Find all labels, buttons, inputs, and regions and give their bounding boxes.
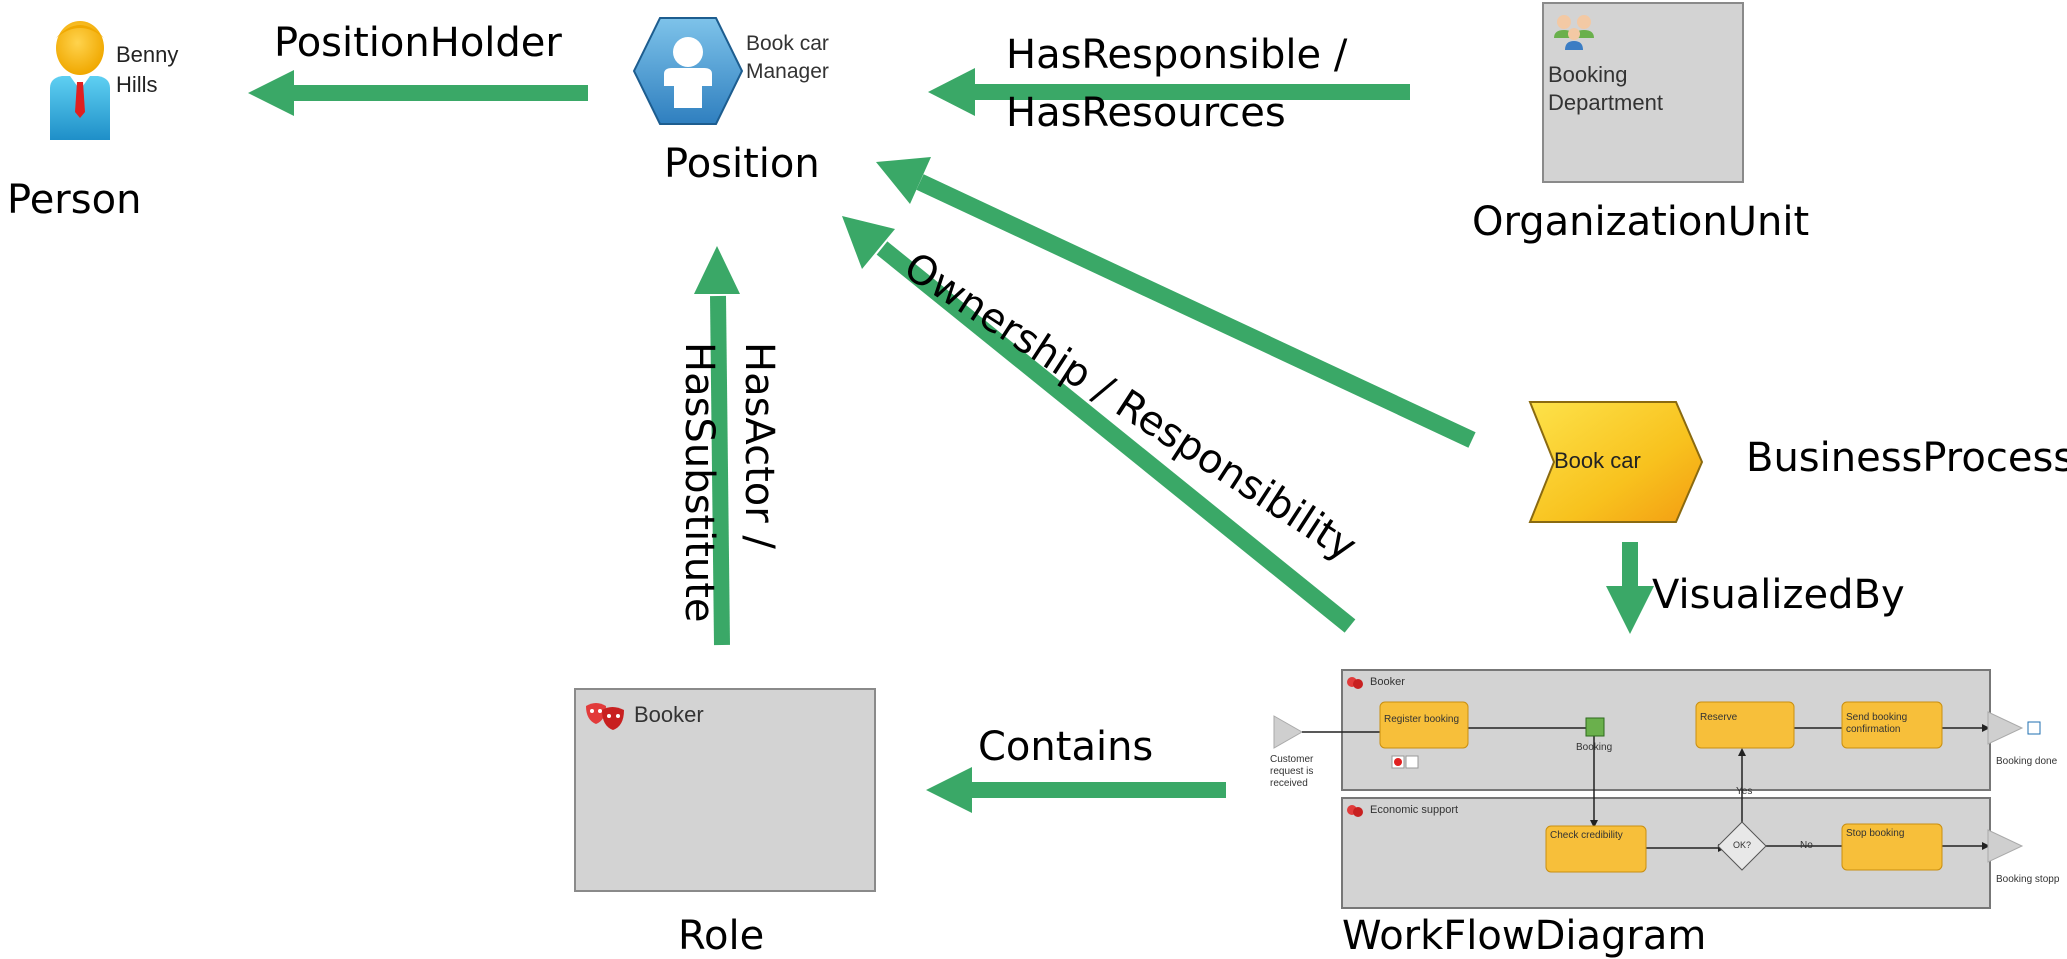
arrowhead-position-holder [248,70,294,116]
task-stop: Stop booking [1846,828,1905,839]
data-object-label: Booking [1576,742,1613,753]
workflow-diagram [1273,669,2041,909]
business-process-shape [1528,401,1704,523]
label-has-actor-line1: HasActor / [736,342,782,549]
start-event-label: Customer request is received [1270,754,1314,789]
org-unit-name-line1: Booking [1548,62,1628,87]
gateway-label: OK? [1733,840,1752,850]
lane1-label: Booker [1370,676,1405,688]
person-node[interactable]: Benny Hills [40,16,200,146]
arrowhead-ownership-process [876,157,931,204]
arrow-ownership-process [916,174,1476,448]
role-type-label: Role [678,913,765,959]
position-name-line1: Book car [746,32,829,55]
role-node[interactable]: Booker [574,688,876,892]
arrow-ownership-workflow [876,241,1356,633]
role-icon [586,703,624,730]
arrowhead-contains [926,767,972,813]
arrowhead-visualized-by [1606,586,1654,634]
org-unit-name-line2: Department [1548,90,1663,115]
arrowhead-has-actor [694,246,740,294]
arrowhead-has-responsible [928,68,975,116]
label-has-responsible-line2: HasResources [1006,90,1286,136]
org-unit-node[interactable]: Booking Department [1542,2,1744,183]
workflow-type-label: WorkFlowDiagram [1342,913,1707,959]
position-node[interactable]: Book car Manager [632,16,852,126]
org-unit-icon [1554,15,1594,50]
person-type-label: Person [7,177,142,223]
end-stopped-label: Booking stopp [1996,874,2060,885]
label-visualized-by: VisualizedBy [1652,572,1905,618]
role-name: Booker [634,702,704,727]
label-has-actor-line2: HasSubstitute [676,342,722,623]
person-icon [50,21,110,140]
task-send-confirmation: Send booking confirmation [1846,712,1908,735]
position-type-label: Position [664,141,820,187]
no-label: No [1800,840,1813,851]
arrowhead-ownership-workflow [842,216,895,269]
task-register: Register booking [1384,714,1460,725]
lane2-label: Economic support [1370,804,1459,816]
workflow-node[interactable]: Booker Economic support Customer request… [1266,666,2067,914]
label-has-responsible-line1: HasResponsible / [1006,32,1348,78]
business-process-node[interactable]: Book car [1526,400,1706,524]
yes-label: Yes [1736,786,1753,797]
position-icon [632,17,744,125]
arrow-has-actor [710,295,730,646]
person-name-line2: Hills [116,72,158,97]
business-process-type-label: BusinessProcess [1746,435,2067,481]
person-name-line1: Benny [116,42,179,67]
business-process-name: Book car [1554,448,1641,473]
task-check: Check credibility [1550,830,1623,841]
label-contains: Contains [978,724,1154,770]
position-name-line2: Manager [746,60,829,83]
task-reserve: Reserve [1700,712,1738,723]
label-position-holder: PositionHolder [274,20,562,66]
org-unit-type-label: OrganizationUnit [1472,199,1810,245]
end-done-label: Booking done [1996,756,2058,767]
